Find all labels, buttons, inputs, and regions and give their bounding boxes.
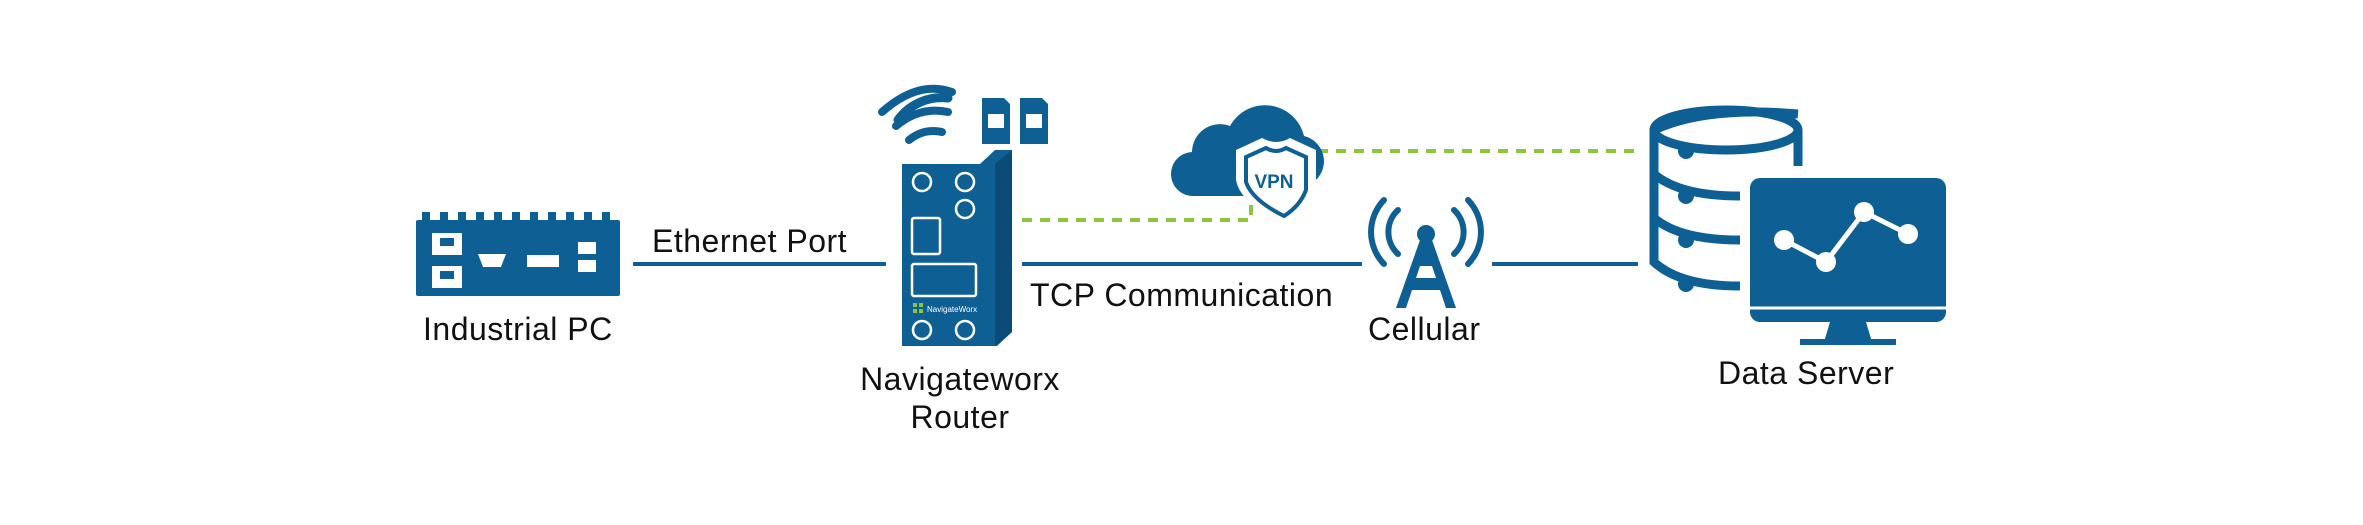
vpn-badge-text: VPN [1254,172,1293,193]
monitor-chart-icon [1750,178,1946,345]
router-icon: NavigateWorx [878,84,1048,346]
vpn-cloud-icon: VPN [1170,105,1324,226]
tcp-communication-label: TCP Communication [1030,277,1334,313]
connection-lines [633,149,1640,266]
cell-tower-icon [1368,197,1484,308]
industrial-pc-label: Industrial PC [423,311,613,347]
router-label-line2: Router [910,399,1010,435]
wifi-icon [878,84,956,144]
cellular-label: Cellular [1368,311,1481,347]
ethernet-port-label: Ethernet Port [652,223,848,259]
data-server-label: Data Server [1718,355,1895,391]
vpn-tunnel-left-dashed [1022,198,1253,222]
sim-card-icon [982,98,1048,144]
industrial-pc-icon [416,212,620,296]
router-label-line1: Navigateworx [860,361,1060,397]
router-label: Navigateworx Router [840,360,1080,436]
router-brand-mark: NavigateWorx [927,305,977,314]
data-server-icon [1649,105,1946,345]
